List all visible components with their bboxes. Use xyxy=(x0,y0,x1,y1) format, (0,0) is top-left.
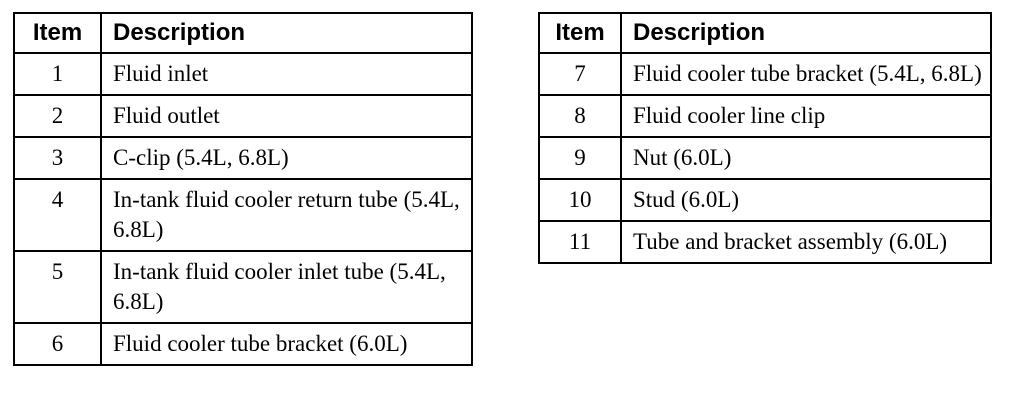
item-description: Nut (6.0L) xyxy=(620,136,992,180)
column-header-item: Item xyxy=(538,12,622,54)
item-number: 8 xyxy=(538,94,622,138)
item-number: 2 xyxy=(13,94,102,138)
column-header-description: Description xyxy=(100,12,473,54)
table-row: 4 In-tank fluid cooler return tube (5.4L… xyxy=(13,178,473,252)
item-description: Fluid outlet xyxy=(100,94,473,138)
column-header-description: Description xyxy=(620,12,992,54)
item-description: Fluid inlet xyxy=(100,52,473,96)
column-header-item: Item xyxy=(13,12,102,54)
item-number: 7 xyxy=(538,52,622,96)
item-description: In-tank fluid cooler inlet tube (5.4L, 6… xyxy=(100,250,473,324)
table-row: 5 In-tank fluid cooler inlet tube (5.4L,… xyxy=(13,250,473,324)
table-row: 7 Fluid cooler tube bracket (5.4L, 6.8L) xyxy=(538,52,992,96)
item-number: 4 xyxy=(13,178,102,252)
table-header-row: Item Description xyxy=(538,12,992,54)
table-row: 10 Stud (6.0L) xyxy=(538,178,992,222)
item-number: 11 xyxy=(538,220,622,264)
item-description: In-tank fluid cooler return tube (5.4L, … xyxy=(100,178,473,252)
item-number: 5 xyxy=(13,250,102,324)
table-row: 3 C-clip (5.4L, 6.8L) xyxy=(13,136,473,180)
item-description: Fluid cooler tube bracket (5.4L, 6.8L) xyxy=(620,52,992,96)
item-number: 1 xyxy=(13,52,102,96)
item-description: Stud (6.0L) xyxy=(620,178,992,222)
table-row: 8 Fluid cooler line clip xyxy=(538,94,992,138)
table-row: 1 Fluid inlet xyxy=(13,52,473,96)
item-number: 9 xyxy=(538,136,622,180)
parts-legend-table-right: Item Description 7 Fluid cooler tube bra… xyxy=(538,12,992,264)
table-row: 9 Nut (6.0L) xyxy=(538,136,992,180)
item-number: 10 xyxy=(538,178,622,222)
item-number: 3 xyxy=(13,136,102,180)
item-description: Fluid cooler tube bracket (6.0L) xyxy=(100,322,473,366)
table-header-row: Item Description xyxy=(13,12,473,54)
item-description: Fluid cooler line clip xyxy=(620,94,992,138)
item-description: C-clip (5.4L, 6.8L) xyxy=(100,136,473,180)
parts-legend-table-left: Item Description 1 Fluid inlet 2 Fluid o… xyxy=(13,12,473,366)
table-row: 6 Fluid cooler tube bracket (6.0L) xyxy=(13,322,473,366)
item-number: 6 xyxy=(13,322,102,366)
table-row: 11 Tube and bracket assembly (6.0L) xyxy=(538,220,992,264)
item-description: Tube and bracket assembly (6.0L) xyxy=(620,220,992,264)
table-row: 2 Fluid outlet xyxy=(13,94,473,138)
